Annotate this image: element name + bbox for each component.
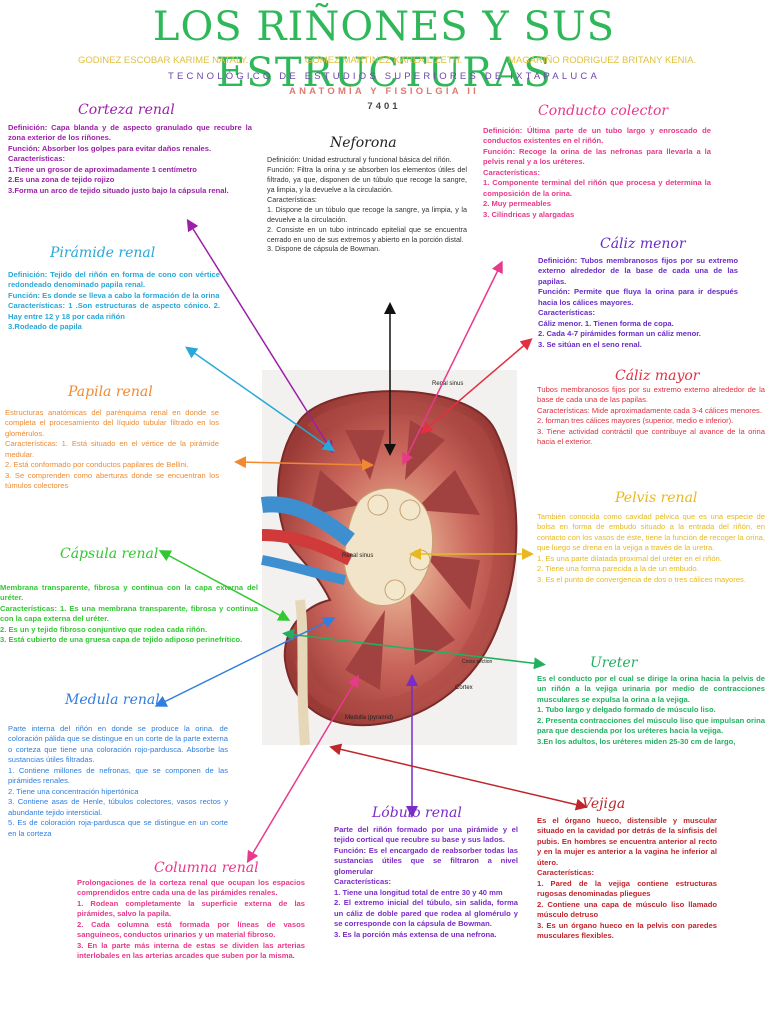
neforona-text: Definición: Unidad estructural y funcion…: [267, 155, 467, 254]
caliz-mayor-title: Cáliz mayor: [615, 368, 700, 384]
piramide-title: Pirámide renal: [50, 245, 156, 261]
vejiga-title: Vejiga: [582, 796, 626, 812]
author-3: MAGARIÑO RODRIGUEZ BRITANY KENIA.: [508, 55, 697, 66]
conducto-title: Conducto colector: [538, 103, 669, 119]
caliz-mayor-text: Tubos membranosos fijos por su extremo e…: [537, 385, 765, 447]
subject-name: ANATOMÍA Y FISIOLGÍA II: [289, 86, 479, 97]
corteza-title: Corteza renal: [78, 102, 175, 118]
group-number: 7401: [367, 101, 401, 112]
lobulo-title: Lóbulo renal: [372, 805, 462, 821]
label-renal-sinus-2: Renal sinus: [342, 553, 373, 559]
pelvis-title: Pelvis renal: [615, 490, 698, 506]
label-renal-sinus: Renal sinus: [432, 381, 463, 387]
author-1: GODINEZ ESCOBAR KARIME NATALY.: [78, 55, 249, 66]
columna-title: Columna renal: [154, 860, 259, 876]
page-title: LOS RIÑONES Y SUS ESTRUCTURAS: [152, 4, 616, 96]
piramide-text: Definición: Tejido del riñón en forma de…: [8, 270, 220, 332]
pelvis-text: También conocida como cavidad pélvica qu…: [537, 512, 765, 584]
school-name: TECNOLÓGICO DE ESTUDIOS SUPERIORES DE IX…: [168, 71, 600, 82]
vejiga-text: Es el órgano hueco, distensible y muscul…: [537, 816, 717, 941]
medula-title: Medula renal: [65, 692, 160, 708]
capsula-title: Cápsula renal: [60, 546, 159, 562]
papila-text: Estructuras anatómicas del parénquima re…: [5, 408, 219, 491]
ureter-title: Ureter: [590, 655, 638, 671]
capsula-text: Membrana transparente, fibrosa y continu…: [0, 583, 258, 645]
papila-title: Papila renal: [68, 384, 153, 400]
caliz-menor-text: Definición: Tubos membranosos fijos por …: [538, 256, 738, 349]
corteza-text: Definición: Capa blanda y de aspecto gra…: [8, 123, 252, 195]
ureter-text: Es el conducto por el cual se dirige la …: [537, 674, 765, 746]
caliz-menor-title: Cáliz menor: [600, 236, 686, 252]
label-cortex: Cortex: [455, 685, 473, 691]
neforona-title: Neforona: [330, 135, 397, 151]
lobulo-text: Parte del riñón formado por una pirámide…: [334, 825, 518, 939]
label-cross-section: Cross section: [462, 659, 493, 665]
medula-text: Parte interna del riñón en donde se prod…: [8, 724, 228, 838]
author-2: GOMEZ MARTINEZ KARLA LIZETH.: [305, 55, 463, 66]
columna-text: Prolongaciones de la corteza renal que o…: [77, 878, 305, 961]
conducto-text: Definición: Última parte de un tubo larg…: [483, 126, 711, 219]
label-medulla: Medulla (pyramid): [345, 715, 393, 721]
